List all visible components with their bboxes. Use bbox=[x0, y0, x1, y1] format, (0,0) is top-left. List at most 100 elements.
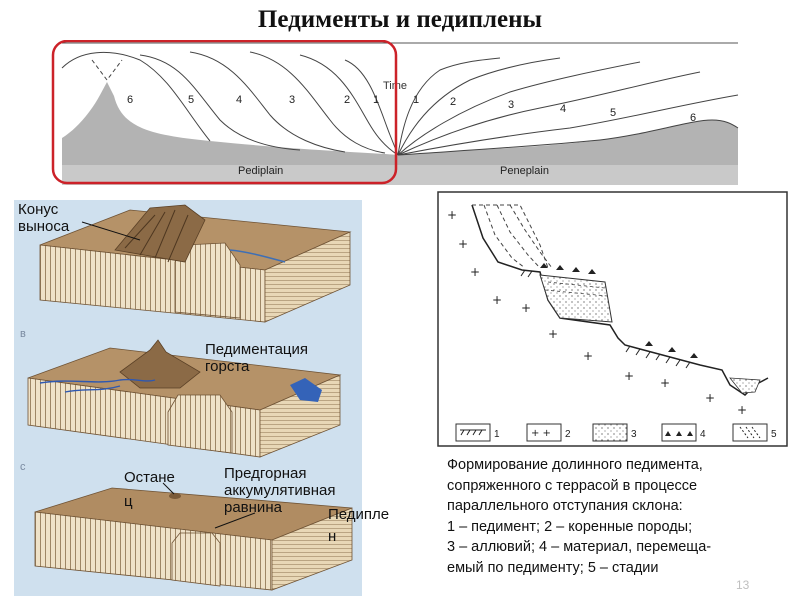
label-cone: Конус выноса bbox=[18, 201, 69, 235]
svg-text:+: + bbox=[660, 376, 670, 390]
streams bbox=[39, 378, 156, 393]
label-pedimentation: Педиментация горста bbox=[205, 341, 308, 375]
label-cone-line: выноса bbox=[18, 218, 70, 235]
left-stage-curves bbox=[61, 51, 399, 156]
stage-1-left-curve bbox=[344, 59, 399, 156]
legend: 1 + + 2 3 4 5 bbox=[455, 423, 777, 442]
pediplain-peneplain-diagram: 6 5 4 3 2 1 1 2 3 4 5 6 Time Pediplain P… bbox=[51, 40, 739, 185]
stage-4-curve bbox=[189, 51, 346, 153]
cone-pointer bbox=[81, 221, 141, 241]
river bbox=[229, 249, 286, 263]
stage-label: 5 bbox=[610, 107, 616, 119]
label-pediplain-line: Педипле bbox=[328, 506, 390, 523]
stage-label: 6 bbox=[690, 112, 696, 124]
label-pediplain-line: н bbox=[328, 528, 337, 545]
bedrock-crosses: +++ +++ +++ ++ bbox=[447, 208, 747, 417]
stage-label: 2 bbox=[450, 96, 456, 108]
block-a bbox=[39, 204, 352, 323]
legend-label: 1 bbox=[494, 429, 500, 440]
stage-4-right-curve bbox=[397, 71, 701, 156]
stage-label: 4 bbox=[560, 103, 566, 115]
stage-3-right-curve bbox=[397, 61, 641, 156]
label-piedmont-line: равнина bbox=[224, 499, 282, 516]
stage-label: 3 bbox=[289, 94, 295, 106]
stage-2-right-curve bbox=[397, 57, 561, 156]
label-pedimentation-line: Педиментация bbox=[205, 341, 309, 358]
transported-material bbox=[540, 263, 698, 358]
legend-label: 4 bbox=[700, 429, 706, 440]
pediplain-label: Pediplain bbox=[238, 165, 283, 177]
legend-swatch-pediment bbox=[455, 423, 491, 442]
pediment-profile-diagram: +++ +++ +++ ++ 1 + + 2 bbox=[437, 191, 788, 447]
svg-text:+: + bbox=[624, 369, 634, 383]
legend-label: 3 bbox=[631, 429, 637, 440]
stage-6-curve bbox=[61, 51, 211, 142]
svg-text:+ +: + + bbox=[531, 428, 551, 439]
horst-ridge bbox=[119, 339, 201, 389]
stage-label: 1 bbox=[373, 94, 379, 106]
stage-5-right-curve bbox=[397, 94, 739, 156]
slope-profile bbox=[471, 204, 769, 396]
pediment-hatching bbox=[520, 269, 691, 369]
label-remnant: Остане ц bbox=[124, 466, 175, 514]
svg-text:+: + bbox=[447, 208, 457, 222]
figure-caption: Формирование долинного педимента, сопряж… bbox=[447, 455, 792, 578]
lake bbox=[290, 378, 322, 402]
stage-2-curve bbox=[299, 54, 399, 156]
stage-label: 2 bbox=[344, 94, 350, 106]
peneplain-label: Peneplain bbox=[500, 165, 549, 177]
channel-fill bbox=[729, 377, 761, 394]
label-remnant-line: Остане bbox=[124, 469, 175, 486]
label-piedmont: Предгорная аккумулятивная равнина bbox=[224, 465, 335, 516]
svg-text:+: + bbox=[458, 237, 468, 251]
svg-text:+: + bbox=[737, 403, 747, 417]
remnant-hill bbox=[169, 493, 181, 499]
right-stage-curves bbox=[397, 57, 739, 156]
pediplain-pointer bbox=[214, 512, 256, 529]
stage-1-right-curve bbox=[397, 57, 501, 156]
svg-text:+: + bbox=[705, 391, 715, 405]
stage-6-right-curve bbox=[397, 119, 739, 156]
label-remnant-line: ц bbox=[124, 493, 133, 510]
alluvium-terrace bbox=[539, 274, 613, 323]
stage-3-curve bbox=[249, 51, 386, 154]
caption-line: сопряженного с террасой в процессе bbox=[447, 477, 698, 494]
stage-label: 3 bbox=[508, 99, 514, 111]
block-c bbox=[34, 482, 353, 591]
legend-label: 5 bbox=[771, 429, 777, 440]
label-piedmont-line: аккумулятивная bbox=[224, 482, 336, 499]
page-number: 13 bbox=[736, 578, 750, 592]
stage-label: 6 bbox=[127, 94, 133, 106]
panel-label-c: с bbox=[20, 461, 26, 473]
caption-line: 3 – аллювий; 4 – материал, перемеща- bbox=[447, 539, 712, 555]
legend-swatch-bedrock bbox=[526, 423, 562, 442]
stage-label: 1 bbox=[413, 94, 419, 106]
label-pediplain: Педипле н bbox=[328, 504, 389, 548]
legend-swatch-stages bbox=[732, 423, 768, 442]
page-title: Педименты и педиплены bbox=[257, 6, 543, 33]
highlight-frame bbox=[51, 40, 398, 185]
eroded-peak-dashed bbox=[91, 59, 123, 81]
svg-text:+: + bbox=[583, 349, 593, 363]
stage-dashed-lines bbox=[472, 204, 553, 269]
profile-frame bbox=[437, 191, 788, 447]
stage-label: 5 bbox=[188, 94, 194, 106]
caption-line: емый по педименту; 5 – стадии bbox=[447, 559, 659, 576]
caption-line: Формирование долинного педимента, bbox=[447, 457, 703, 473]
svg-text:+: + bbox=[548, 327, 558, 341]
stage-label: 4 bbox=[236, 94, 242, 106]
stage-5-curve bbox=[139, 54, 301, 151]
legend-swatch-alluvium bbox=[592, 423, 628, 442]
legend-label: 2 bbox=[565, 429, 571, 440]
ground-base bbox=[62, 165, 738, 185]
block-b bbox=[27, 339, 342, 458]
alluvial-cone-shape bbox=[114, 204, 206, 263]
block-diagrams: в с bbox=[14, 200, 362, 596]
caption-line: параллельного отступания склона: bbox=[447, 498, 683, 514]
label-pedimentation-line: горста bbox=[205, 358, 250, 375]
svg-text:+: + bbox=[470, 265, 480, 279]
label-cone-line: Конус bbox=[18, 201, 59, 218]
panel-label-b: в bbox=[20, 328, 26, 340]
remnant-pointer bbox=[162, 482, 175, 495]
svg-text:+: + bbox=[492, 293, 502, 307]
